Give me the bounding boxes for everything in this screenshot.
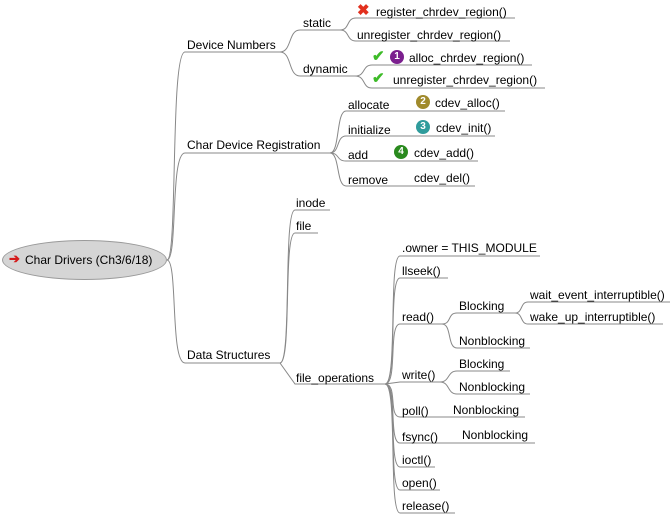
node-allocate[interactable]: allocate [348,98,390,112]
node-cdev-init[interactable]: cdev_init() [436,121,492,135]
node-unregister-chrdev-region-static[interactable]: unregister_chrdev_region() [357,28,502,42]
node-dynamic[interactable]: dynamic [303,62,348,76]
node-owner[interactable]: .owner = THIS_MODULE [402,241,537,255]
node-ioctl[interactable]: ioctl() [402,453,432,467]
node-add[interactable]: add [348,148,369,162]
node-write-nonblocking[interactable]: Nonblocking [459,380,526,394]
root-label: Char Drivers (Ch3/6/18) [25,253,153,267]
node-char-device-registration[interactable]: Char Device Registration [187,138,321,152]
node-cdev-del[interactable]: cdev_del() [414,171,471,185]
arrow-right-icon: ➔ [9,251,20,266]
node-read-nonblocking[interactable]: Nonblocking [459,334,526,348]
node-poll[interactable]: poll() [402,404,429,418]
node-wait-event-interruptible[interactable]: wait_event_interruptible() [530,288,665,302]
node-write[interactable]: write() [402,368,436,382]
node-remove[interactable]: remove [348,173,389,187]
node-alloc-chrdev-region[interactable]: alloc_chrdev_region() [409,51,525,65]
node-open[interactable]: open() [402,476,437,490]
node-inode[interactable]: inode [296,196,326,210]
node-data-structures[interactable]: Data Structures [187,348,271,362]
node-initialize[interactable]: initialize [348,123,391,137]
node-write-blocking[interactable]: Blocking [459,357,505,371]
node-fsync-nonblocking[interactable]: Nonblocking [462,428,529,442]
node-static[interactable]: static [303,16,332,30]
node-poll-nonblocking[interactable]: Nonblocking [453,403,520,417]
node-device-numbers[interactable]: Device Numbers [187,38,276,52]
priority-3-icon: 3 [416,120,430,134]
node-wake-up-interruptible[interactable]: wake_up_interruptible() [530,310,656,324]
priority-4-icon: 4 [394,145,408,159]
node-unregister-chrdev-region-dynamic[interactable]: unregister_chrdev_region() [393,73,538,87]
node-cdev-alloc[interactable]: cdev_alloc() [435,96,500,110]
cross-icon: ✖ [357,2,370,19]
node-read-blocking[interactable]: Blocking [459,299,505,313]
node-read[interactable]: read() [402,310,435,324]
node-llseek[interactable]: llseek() [402,264,441,278]
check-icon: ✔ [372,48,385,65]
root-node[interactable] [2,240,167,280]
node-fsync[interactable]: fsync() [402,430,438,444]
node-release[interactable]: release() [402,499,450,513]
priority-1-icon: 1 [390,50,404,64]
node-file[interactable]: file [296,219,312,233]
node-register-chrdev-region[interactable]: register_chrdev_region() [376,5,507,19]
priority-2-icon: 2 [416,95,430,109]
check-icon: ✔ [372,70,385,87]
node-cdev-add[interactable]: cdev_add() [414,146,475,160]
node-file-operations[interactable]: file_operations [296,371,375,385]
